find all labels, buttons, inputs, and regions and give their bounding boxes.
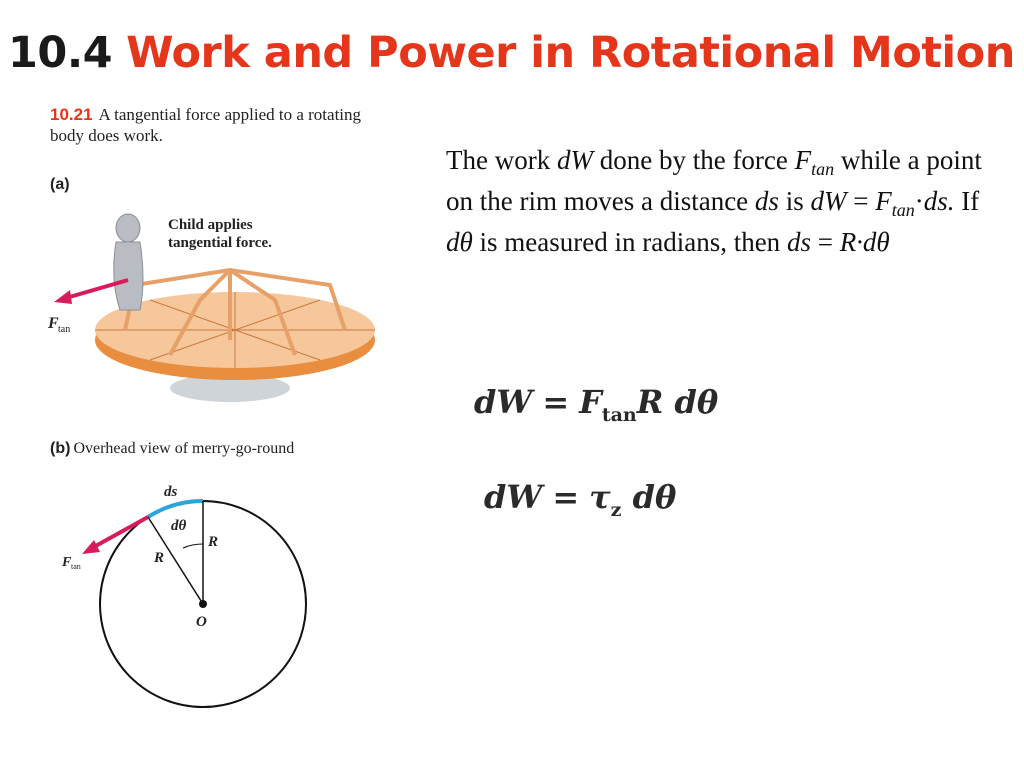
part-b-caption: Overhead view of merry-go-round <box>73 440 295 457</box>
force-sub-a: tan <box>58 324 70 335</box>
equation-work-torque: dW=τz dθ <box>484 478 677 520</box>
figure-number: 10.21 <box>50 105 93 124</box>
r-label-left: R <box>153 550 164 566</box>
explain-part: = <box>810 227 840 257</box>
merry-go-round-illustration: F tan <box>47 213 375 402</box>
part-b-letter: (b) <box>50 440 71 457</box>
explain-tan: tan <box>891 200 915 220</box>
eq2-rhs: dθ <box>632 478 677 516</box>
explain-part: The work <box>446 145 557 175</box>
explain-part: is measured in radians, then <box>472 227 787 257</box>
part-a-annotation: Child applies tangential force. <box>168 217 272 251</box>
force-sub-b: tan <box>71 562 81 571</box>
part-a-label: (a) <box>50 176 70 193</box>
center-point <box>199 600 207 608</box>
eq2-sub: z <box>610 499 622 521</box>
explain-part: while a point on the rim moves a distanc… <box>446 145 982 216</box>
section-number: 10.4 <box>8 28 113 78</box>
explain-part: = <box>846 186 876 216</box>
equation-work-force: dW=FtanR dθ <box>474 383 719 425</box>
overhead-view-diagram: ds dθ R R O F tan <box>61 484 307 708</box>
eq1-sub: tan <box>601 404 637 426</box>
child-figure <box>113 213 144 311</box>
eq1-op: = <box>542 383 570 421</box>
slide-title: 10.4 Work and Power in Rotational Motion <box>8 28 1015 78</box>
explain-part: done by the force <box>592 145 795 175</box>
origin-label: O <box>196 614 207 630</box>
tangential-force-arrow-b <box>82 515 149 554</box>
eq1-F: F <box>579 383 602 421</box>
explain-F: F <box>875 186 892 216</box>
ds-arc <box>146 499 204 519</box>
part-b-label: (b)Overhead view of merry-go-round <box>50 440 294 458</box>
explain-Rdtheta: R·dθ <box>839 227 890 257</box>
eq1-rhs: R dθ <box>636 383 719 421</box>
eq1-lhs: dW <box>474 383 533 421</box>
explain-F: F <box>794 145 812 175</box>
explanation-text: The work dW done by the force Ftan while… <box>446 140 986 263</box>
force-label-b: F <box>61 555 72 570</box>
explain-ds: ds. <box>923 186 955 216</box>
dtheta-arc <box>182 543 204 549</box>
force-label-a: F <box>47 315 59 332</box>
explain-ds: ds <box>754 186 779 216</box>
title-text: Work and Power in Rotational Motion <box>126 28 1015 78</box>
explain-dtheta: dθ <box>446 227 473 257</box>
explain-part: If <box>954 186 980 216</box>
radius-to-point <box>147 516 204 605</box>
eq2-op: = <box>552 478 580 516</box>
eq2-tau: τ <box>589 478 611 516</box>
figure-caption-text: A tangential force applied to a rotating… <box>50 105 362 145</box>
explain-part: · <box>914 186 924 216</box>
dtheta-label: dθ <box>171 518 187 534</box>
ds-label: ds <box>164 484 178 500</box>
r-label-right: R <box>207 534 218 550</box>
platform-base-shadow <box>170 374 290 402</box>
explain-part: is <box>778 186 811 216</box>
tangential-force-arrow-a <box>54 278 129 304</box>
eq2-lhs: dW <box>484 478 543 516</box>
explain-ds: ds <box>786 227 811 257</box>
explain-dW: dW <box>556 145 593 175</box>
explain-tan: tan <box>811 159 835 179</box>
explain-dW: dW <box>810 186 847 216</box>
